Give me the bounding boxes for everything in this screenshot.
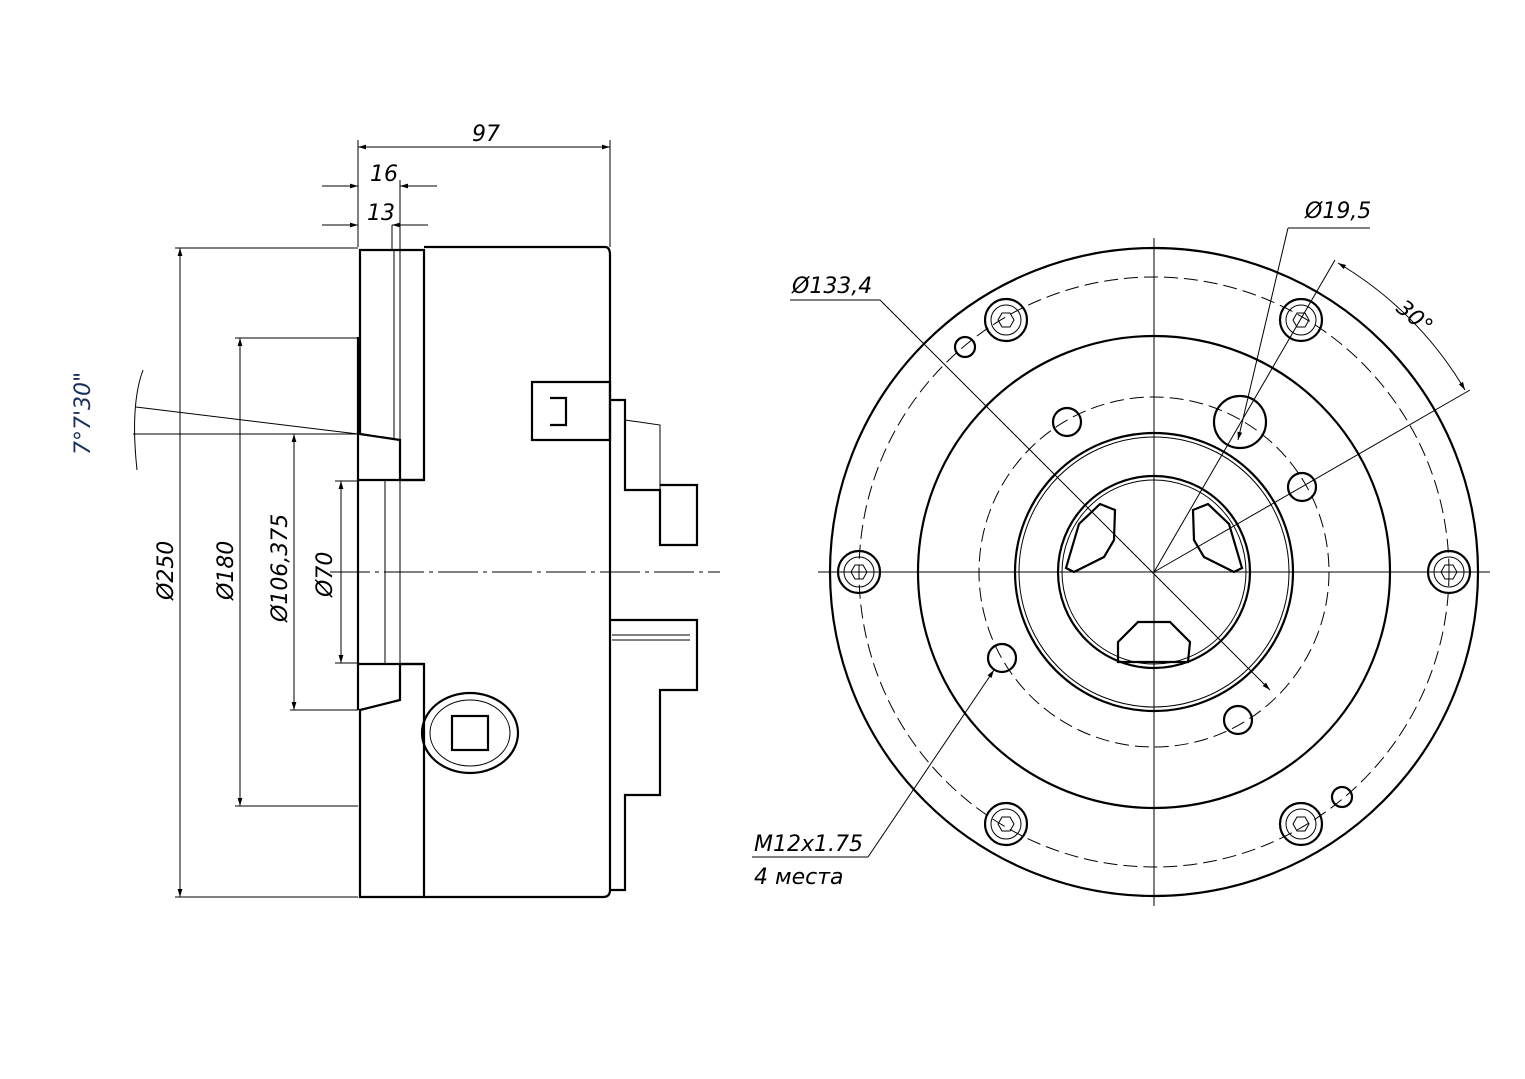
dim-angle-30: 30° <box>1391 295 1437 339</box>
dimension-lines <box>133 140 611 898</box>
dim-d70: Ø70 <box>313 552 338 598</box>
dim-angle-taper: 7°7'30" <box>71 372 96 455</box>
front-view: Ø133,4 Ø19,5 30° M12x1.75 4 места <box>752 199 1490 906</box>
holes <box>953 335 1354 809</box>
thread-label: M12x1.75 <box>754 832 863 857</box>
large-hole <box>1212 394 1268 450</box>
dim-d133: Ø133,4 <box>791 274 872 299</box>
flange-section-hatched <box>358 248 426 899</box>
dim-d180: Ø180 <box>214 541 239 601</box>
front-dimension-lines <box>752 227 1471 858</box>
jaw-bottom <box>610 618 699 892</box>
key-socket <box>420 691 520 775</box>
dim-d106: Ø106,375 <box>268 514 293 623</box>
jaw-top <box>530 380 699 547</box>
dim-d19: Ø19,5 <box>1304 199 1371 224</box>
side-view: 97 16 13 7°7'30" Ø250 Ø180 Ø106,375 Ø70 <box>71 122 720 899</box>
thread-count: 4 места <box>754 865 844 890</box>
mounting-bolts <box>836 297 1472 847</box>
dim-16: 16 <box>370 162 398 187</box>
dim-length-97: 97 <box>472 122 500 147</box>
jaws <box>1064 502 1244 664</box>
dim-d250: Ø250 <box>154 541 179 601</box>
dim-13: 13 <box>367 201 395 226</box>
